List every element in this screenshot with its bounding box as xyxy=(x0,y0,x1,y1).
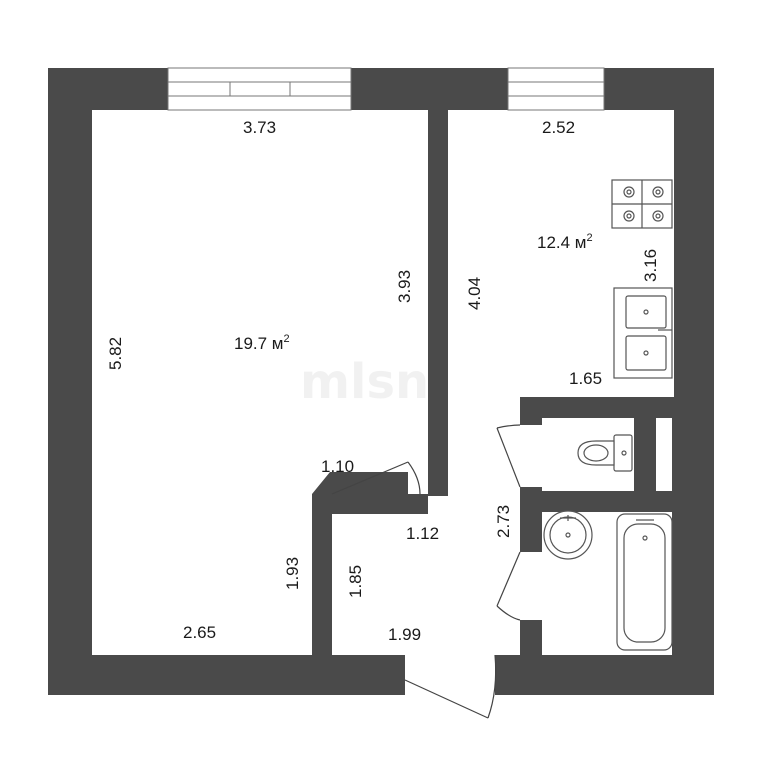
hall-bath-wall-lower xyxy=(520,620,542,655)
dim-kitchen-left: 4.04 xyxy=(465,277,484,310)
door-icon xyxy=(496,424,521,488)
bathtub-icon xyxy=(616,513,673,651)
toilet-shaft-partition xyxy=(634,418,656,491)
window-icon xyxy=(507,67,605,111)
stove-icon xyxy=(611,179,673,229)
window-icon xyxy=(167,67,352,111)
watermark: mlsn xyxy=(300,354,429,410)
dim-living-lower-left: 1.93 xyxy=(283,557,302,590)
living-room-floor xyxy=(92,110,428,655)
door-icon xyxy=(331,461,421,495)
room-floors xyxy=(92,110,674,695)
toilet-icon xyxy=(577,434,633,472)
dim-hall-top: 1.12 xyxy=(406,524,439,543)
hall-bath-wall-mid xyxy=(520,487,542,552)
dim-kitchen-top: 2.52 xyxy=(542,118,575,137)
washbasin-icon xyxy=(543,510,593,560)
door-icon xyxy=(496,551,521,621)
kitchen-area: 12.4 м2 xyxy=(537,232,593,252)
toilet-bath-partition xyxy=(520,491,674,512)
dim-living-bottom: 2.65 xyxy=(183,623,216,642)
shaft-floor xyxy=(656,418,672,491)
hall-bath-wall-upper xyxy=(520,418,542,425)
living-room-area: 19.7 м2 xyxy=(234,333,290,353)
dim-living-right: 3.93 xyxy=(395,270,414,303)
sink-icon xyxy=(613,287,673,379)
dim-hall-bottom: 1.99 xyxy=(388,625,421,644)
dim-living-top: 3.73 xyxy=(243,118,276,137)
dim-hall-left: 1.85 xyxy=(346,565,365,598)
dim-hall-right: 2.73 xyxy=(494,505,513,538)
hall-kitchen-partition xyxy=(520,397,674,418)
door-icon xyxy=(404,654,497,719)
entrance-opening xyxy=(405,655,495,695)
dim-living-left: 5.82 xyxy=(106,337,125,370)
toilet-door-opening xyxy=(520,425,542,487)
dim-kitchen-right: 3.16 xyxy=(641,249,660,282)
dim-kitchen-bottom: 1.65 xyxy=(569,369,602,388)
bath-door-opening xyxy=(520,552,542,620)
kitchen-hall-opening xyxy=(448,110,452,396)
dim-living-notch: 1.10 xyxy=(321,457,354,476)
